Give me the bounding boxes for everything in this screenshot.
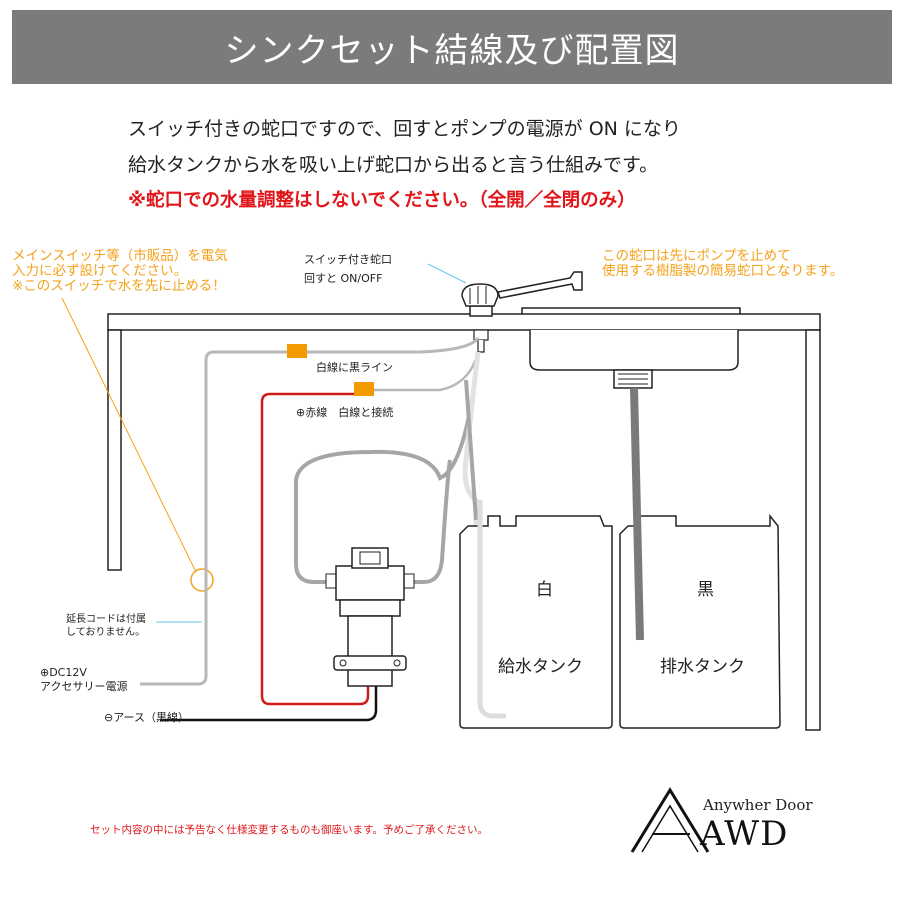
title-bar: シンクセット結線及び配置図 [12, 10, 892, 84]
white-black-wire [140, 336, 480, 686]
intro-line-1: スイッチ付きの蛇口ですので、回すとポンプの電源が ON になり [128, 118, 681, 140]
drain-tank [619, 513, 781, 729]
counter-left-leg [107, 329, 122, 571]
drain-hose [630, 387, 644, 641]
red-white-label: ⊕赤線 白線と接続 [296, 406, 394, 419]
warning-line: ※蛇口での水量調整はしないでください。（全開／全閉のみ） [128, 190, 636, 211]
connector-2 [354, 382, 374, 396]
footer-note: セット内容の中には予告なく仕様変更するものも御座います。予めご了承ください。 [90, 824, 488, 836]
supply-tank-color: 白 [536, 580, 553, 600]
supply-tank [459, 515, 613, 729]
counter-right-leg [805, 329, 821, 731]
sink-basin [529, 330, 739, 371]
white-black-line-label: 白線に黒ライン [316, 361, 393, 374]
faucet-note: この蛇口は先にポンプを止めて 使用する樹脂製の簡易蛇口となります。 [602, 248, 844, 279]
main-switch-note: メインスイッチ等（市販品）を電気 入力に必ず設けてください。 ※このスイッチで水… [12, 248, 228, 294]
pump [325, 547, 415, 687]
drain-tank-name: 排水タンク [660, 657, 745, 677]
earth-wire [160, 668, 378, 722]
supply-tank-name: 給水タンク [498, 657, 583, 677]
counter-top [107, 313, 821, 331]
faucet-label: スイッチ付き蛇口 回すと ON/OFF [304, 253, 392, 285]
page-title: シンクセット結線及び配置図 [224, 30, 680, 71]
brand-logo: AWD [700, 814, 789, 854]
earth-label: ⊖アース（黒線） [104, 711, 190, 724]
intro-line-2: 給水タンクから水を吸い上げ蛇口から出ると言う仕組みです。 [128, 154, 659, 176]
brand-tagline: Anywher Door [703, 796, 813, 814]
faucet [461, 271, 583, 353]
dc12v-label: ⊕DC12V アクセサリー電源 [40, 666, 128, 693]
red-wire [260, 392, 370, 706]
drain-tank-color: 黒 [697, 580, 714, 600]
extension-label: 延長コードは付属 しておりません。 [66, 614, 146, 638]
connector-1 [287, 344, 307, 358]
awd-logo-mark [630, 787, 710, 853]
